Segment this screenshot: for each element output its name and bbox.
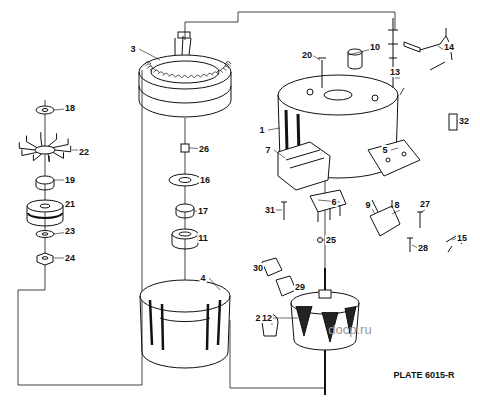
callout-number: 13 [389,67,401,77]
callout-number: 17 [197,206,209,216]
rectifier-group [278,142,346,243]
callout-number: 22 [78,147,90,157]
callout-number: 21 [64,199,76,209]
callout-number: 10 [369,42,381,52]
callout-number: 16 [199,175,211,185]
callout-number: 15 [456,233,468,243]
callout-number: 18 [64,103,76,113]
callout-number: 19 [64,175,76,185]
rear-bearing-stack [169,144,201,249]
callout-number: 12 [261,313,273,323]
assembly-line [18,12,404,395]
callout-number: 29 [294,282,306,292]
callout-number: 11 [197,233,209,243]
callout-number: 31 [264,205,276,215]
plate-number: PLATE 6015-R [393,370,456,380]
callout-number: 8 [393,200,400,210]
callout-number: 20 [301,50,313,60]
callout-number: 1 [258,125,265,135]
callout-number: 23 [64,226,76,236]
leader-line [54,46,459,325]
callout-number: 7 [264,145,271,155]
callout-number: 14 [443,42,455,52]
stator [139,32,231,117]
callout-number: 24 [64,253,76,263]
callout-number: 30 [252,263,264,273]
rear-housing [140,280,230,368]
terminal-parts [262,258,296,336]
callout-number: 4 [199,273,206,283]
callout-number: 5 [381,145,388,155]
regulator-group [368,140,462,252]
callout-number: 25 [325,235,337,245]
callout-number: 9 [364,200,371,210]
top-hardware [318,18,457,130]
callout-number: 27 [419,199,431,209]
callout-number: 26 [198,144,210,154]
callout-number: 32 [458,116,470,126]
callout-number: 6 [330,197,337,207]
callout-number: 28 [417,243,429,253]
watermark: docp.ru [327,325,372,335]
pulley-stack [19,106,70,265]
callout-number: 3 [129,44,136,54]
